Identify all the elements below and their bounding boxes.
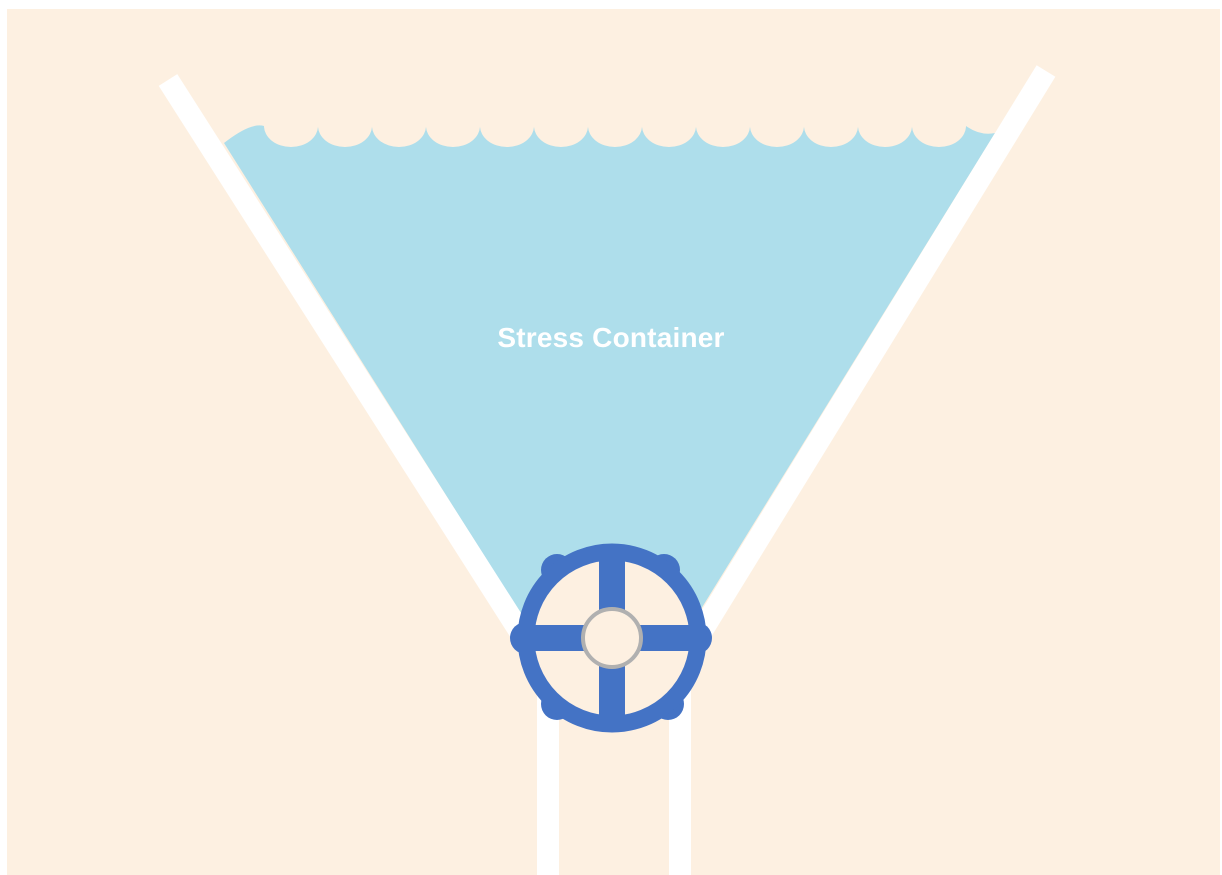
valve-wheel-icon [510, 543, 712, 733]
valve-spoke-bottom [599, 662, 625, 720]
container-label: Stress Container [497, 322, 724, 353]
valve-spoke-right [636, 625, 694, 651]
water-fill [224, 125, 995, 623]
valve-spoke-left [530, 625, 588, 651]
funnel-left-wall [158, 74, 548, 666]
valve-hub [581, 607, 643, 669]
funnel-right-wall [674, 65, 1056, 666]
valve-spoke-top [599, 556, 625, 614]
